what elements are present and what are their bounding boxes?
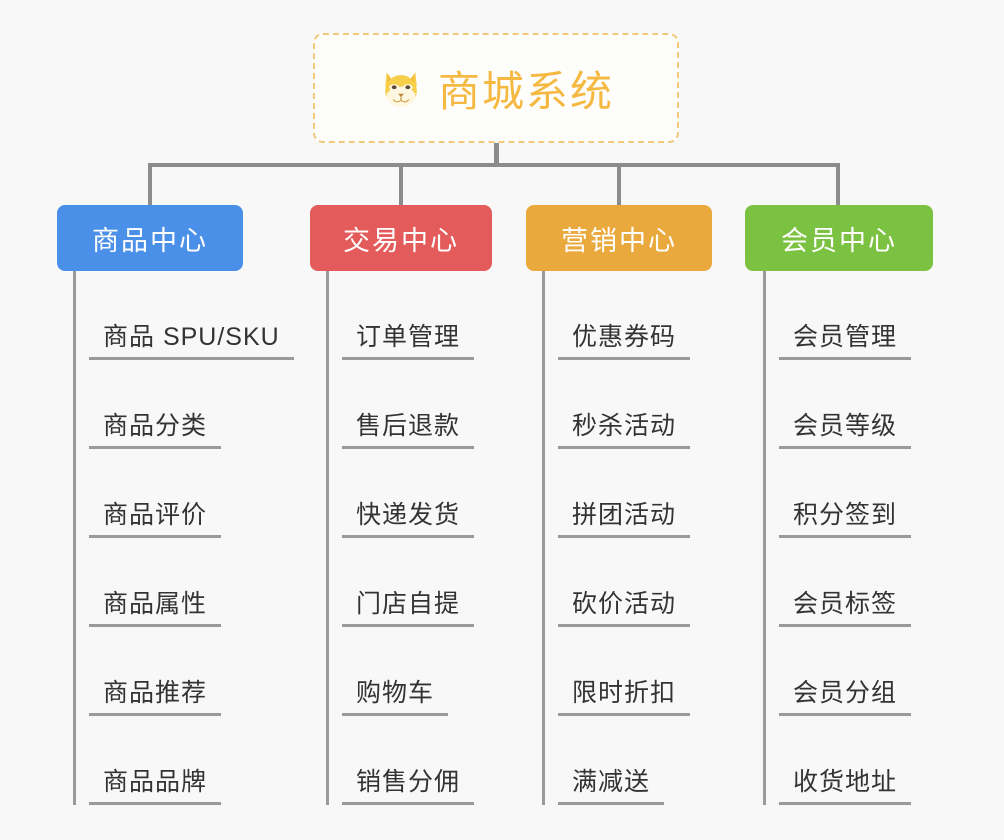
leaf-item[interactable]: 限时折扣 bbox=[542, 627, 691, 716]
leaf-item[interactable]: 商品 SPU/SKU bbox=[73, 271, 294, 360]
leaf-item[interactable]: 商品属性 bbox=[73, 538, 294, 627]
leaf-label: 门店自提 bbox=[356, 590, 461, 618]
leaf-item[interactable]: 快递发货 bbox=[326, 449, 475, 538]
leaf-item[interactable]: 收货地址 bbox=[763, 716, 912, 805]
leaf-label: 砍价活动 bbox=[572, 590, 677, 618]
branch-header-3[interactable]: 会员中心 bbox=[745, 205, 933, 271]
leaf-label: 会员等级 bbox=[793, 412, 898, 440]
leaf-label: 优惠券码 bbox=[572, 323, 677, 351]
leaf-list-3: 会员管理 会员等级 积分签到 会员标签 会员分组 收货地址 bbox=[763, 271, 912, 805]
branch-column-营销中心: 营销中心 优惠券码 秒杀活动 拼团活动 砍价活动 限时折扣 满减送 bbox=[526, 205, 712, 805]
leaf-label: 会员管理 bbox=[793, 323, 898, 351]
leaf-item[interactable]: 会员管理 bbox=[763, 271, 912, 360]
connector-root-stem bbox=[494, 143, 499, 165]
connector-drop-branch-2 bbox=[617, 163, 621, 207]
leaf-label: 商品评价 bbox=[103, 501, 208, 529]
leaf-item[interactable]: 商品品牌 bbox=[73, 716, 294, 805]
root-title: 商城系统 bbox=[437, 67, 614, 115]
leaf-list-1: 订单管理 售后退款 快递发货 门店自提 购物车 销售分佣 bbox=[326, 271, 475, 805]
branch-header-label: 营销中心 bbox=[561, 225, 677, 256]
shiba-dog-emoji bbox=[378, 65, 424, 111]
branch-trunk-0 bbox=[73, 271, 76, 805]
root-node[interactable]: 商城系统 bbox=[313, 33, 679, 143]
branch-column-商品中心: 商品中心 商品 SPU/SKU 商品分类 商品评价 商品属性 商品推荐 商品品牌 bbox=[57, 205, 294, 805]
leaf-item[interactable]: 商品分类 bbox=[73, 360, 294, 449]
leaf-item[interactable]: 售后退款 bbox=[326, 360, 475, 449]
leaf-item[interactable]: 会员等级 bbox=[763, 360, 912, 449]
connector-drop-branch-1 bbox=[399, 163, 403, 207]
leaf-label: 满减送 bbox=[572, 768, 651, 796]
leaf-item[interactable]: 会员标签 bbox=[763, 538, 912, 627]
branch-header-2[interactable]: 营销中心 bbox=[526, 205, 712, 271]
leaf-list-0: 商品 SPU/SKU 商品分类 商品评价 商品属性 商品推荐 商品品牌 bbox=[73, 271, 294, 805]
leaf-label: 会员标签 bbox=[793, 590, 898, 618]
leaf-item[interactable]: 会员分组 bbox=[763, 627, 912, 716]
leaf-label: 商品品牌 bbox=[103, 768, 208, 796]
leaf-item[interactable]: 门店自提 bbox=[326, 538, 475, 627]
leaf-list-2: 优惠券码 秒杀活动 拼团活动 砍价活动 限时折扣 满减送 bbox=[542, 271, 691, 805]
leaf-label: 商品属性 bbox=[103, 590, 208, 618]
connector-drop-branch-3 bbox=[836, 163, 840, 207]
leaf-item[interactable]: 订单管理 bbox=[326, 271, 475, 360]
leaf-item[interactable]: 砍价活动 bbox=[542, 538, 691, 627]
branch-column-交易中心: 交易中心 订单管理 售后退款 快递发货 门店自提 购物车 销售分佣 bbox=[310, 205, 492, 805]
leaf-label: 拼团活动 bbox=[572, 501, 677, 529]
leaf-label: 会员分组 bbox=[793, 679, 898, 707]
leaf-item[interactable]: 优惠券码 bbox=[542, 271, 691, 360]
branch-header-0[interactable]: 商品中心 bbox=[57, 205, 243, 271]
leaf-item[interactable]: 满减送 bbox=[542, 716, 690, 805]
branch-trunk-3 bbox=[763, 271, 766, 805]
connector-drop-branch-0 bbox=[148, 163, 152, 207]
leaf-item[interactable]: 购物车 bbox=[326, 627, 474, 716]
branch-header-label: 商品中心 bbox=[92, 225, 208, 256]
leaf-label: 积分签到 bbox=[793, 501, 898, 529]
leaf-label: 商品分类 bbox=[103, 412, 208, 440]
leaf-item[interactable]: 商品推荐 bbox=[73, 627, 294, 716]
leaf-item[interactable]: 积分签到 bbox=[763, 449, 912, 538]
leaf-label: 销售分佣 bbox=[356, 768, 461, 796]
branch-column-会员中心: 会员中心 会员管理 会员等级 积分签到 会员标签 会员分组 收货地址 bbox=[745, 205, 933, 805]
leaf-item[interactable]: 销售分佣 bbox=[326, 716, 475, 805]
leaf-label: 限时折扣 bbox=[572, 679, 677, 707]
connector-horizontal-bus bbox=[148, 163, 840, 167]
branch-trunk-1 bbox=[326, 271, 329, 805]
leaf-label: 收货地址 bbox=[793, 768, 898, 796]
leaf-label: 商品推荐 bbox=[103, 679, 208, 707]
branch-header-label: 交易中心 bbox=[343, 225, 459, 256]
branch-trunk-2 bbox=[542, 271, 545, 805]
leaf-item[interactable]: 拼团活动 bbox=[542, 449, 691, 538]
branch-header-1[interactable]: 交易中心 bbox=[310, 205, 492, 271]
leaf-label: 购物车 bbox=[356, 679, 435, 707]
leaf-label: 订单管理 bbox=[356, 323, 461, 351]
leaf-item[interactable]: 商品评价 bbox=[73, 449, 294, 538]
leaf-label: 快递发货 bbox=[356, 501, 461, 529]
branch-header-label: 会员中心 bbox=[781, 225, 897, 256]
leaf-label: 商品 SPU/SKU bbox=[103, 323, 280, 351]
leaf-label: 售后退款 bbox=[356, 412, 461, 440]
leaf-item[interactable]: 秒杀活动 bbox=[542, 360, 691, 449]
leaf-label: 秒杀活动 bbox=[572, 412, 677, 440]
